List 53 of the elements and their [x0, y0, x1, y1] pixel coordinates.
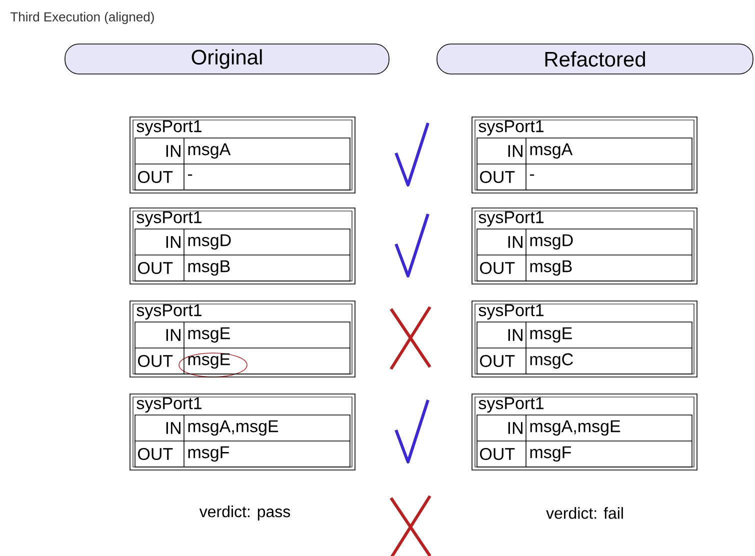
port-name: sysPort1 [136, 397, 202, 413]
direction-label: OUT [138, 170, 173, 184]
message-value: - [530, 174, 534, 176]
message-value: msgF [188, 446, 230, 462]
direction-label: OUT [480, 170, 515, 184]
message-value: - [188, 174, 192, 176]
verdict-text: verdict: pass [199, 506, 290, 520]
port-box [472, 116, 698, 194]
direction-label: IN [166, 329, 180, 341]
port-name: sysPort1 [136, 120, 202, 136]
port-name: sysPort1 [478, 397, 544, 413]
header-pill: Original [64, 44, 390, 74]
port-name: sysPort1 [136, 211, 202, 227]
port-box [130, 116, 356, 194]
direction-label: OUT [138, 448, 173, 460]
message-value: msgF [530, 446, 572, 462]
port-box [130, 208, 356, 284]
direction-label: OUT [480, 448, 515, 460]
port-name: sysPort1 [478, 120, 544, 136]
direction-label: IN [166, 422, 180, 434]
message-value: msgB [530, 260, 572, 276]
message-value: msgA [188, 143, 231, 159]
direction-label: IN [508, 145, 522, 157]
header-pill: Refactored [436, 44, 754, 74]
direction-label: IN [166, 145, 180, 157]
message-value: msgB [188, 260, 230, 276]
message-value: msgA,msgE [530, 420, 620, 436]
direction-label: OUT [138, 354, 173, 368]
message-value: msgE [530, 327, 572, 343]
direction-label: IN [508, 422, 522, 434]
port-box [130, 300, 356, 378]
direction-label: OUT [480, 262, 515, 274]
message-value: msgE [188, 353, 230, 369]
direction-label: OUT [138, 262, 173, 274]
port-box [472, 208, 698, 284]
direction-label: IN [508, 329, 522, 341]
message-value: msgD [530, 234, 573, 250]
title: Third Execution (aligned) [10, 12, 154, 24]
port-box [472, 300, 698, 378]
direction-label: OUT [480, 354, 515, 368]
direction-label: IN [166, 236, 180, 248]
verdict-text: verdict: fail [546, 507, 623, 519]
message-value: msgE [188, 327, 230, 343]
message-value: msgD [188, 234, 231, 250]
message-value: msgC [530, 353, 573, 369]
message-value: msgA [530, 143, 573, 159]
port-name: sysPort1 [136, 304, 202, 320]
port-name: sysPort1 [478, 211, 544, 227]
direction-label: IN [508, 236, 522, 248]
port-name: sysPort1 [478, 304, 544, 320]
message-value: msgA,msgE [188, 420, 278, 436]
port-box [130, 394, 356, 470]
port-box [472, 394, 698, 470]
